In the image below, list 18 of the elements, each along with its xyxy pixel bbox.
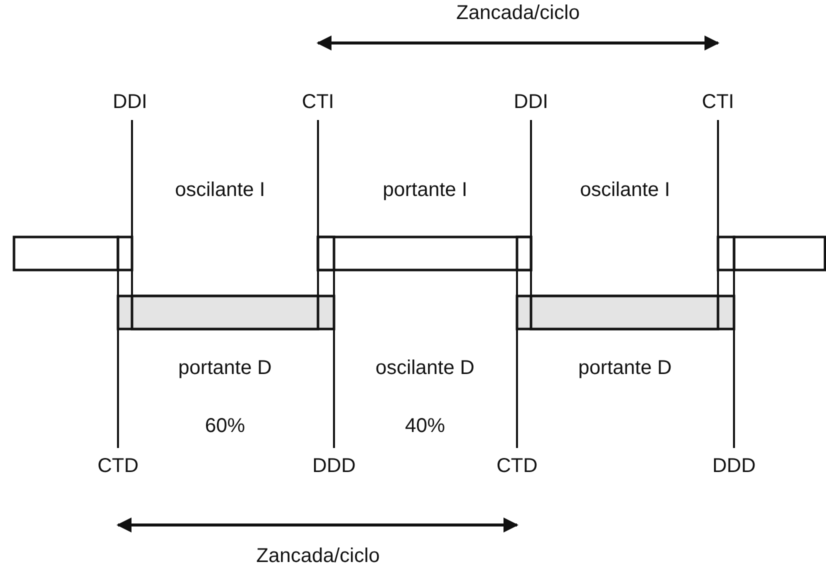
phase-label: oscilante D — [376, 358, 474, 378]
percentage-label: 60% — [204, 416, 246, 436]
event-label: DDD — [312, 456, 356, 476]
event-label: CTI — [702, 92, 734, 112]
dimension-label: Zancada/ciclo — [456, 3, 580, 23]
event-label: DDI — [112, 92, 148, 112]
event-label: CTD — [496, 456, 538, 476]
event-label: DDD — [712, 456, 756, 476]
dimension-label: Zancada/ciclo — [256, 546, 380, 566]
phase-label: portante D — [578, 358, 672, 378]
event-label: CTI — [302, 92, 334, 112]
percentage-label: 40% — [404, 416, 446, 436]
event-label: DDI — [514, 92, 548, 112]
phase-label: portante I — [382, 180, 468, 200]
phase-label: portante D — [178, 358, 272, 378]
phase-label: oscilante I — [174, 180, 266, 200]
phase-label: oscilante I — [580, 180, 670, 200]
event-label: CTD — [97, 456, 139, 476]
